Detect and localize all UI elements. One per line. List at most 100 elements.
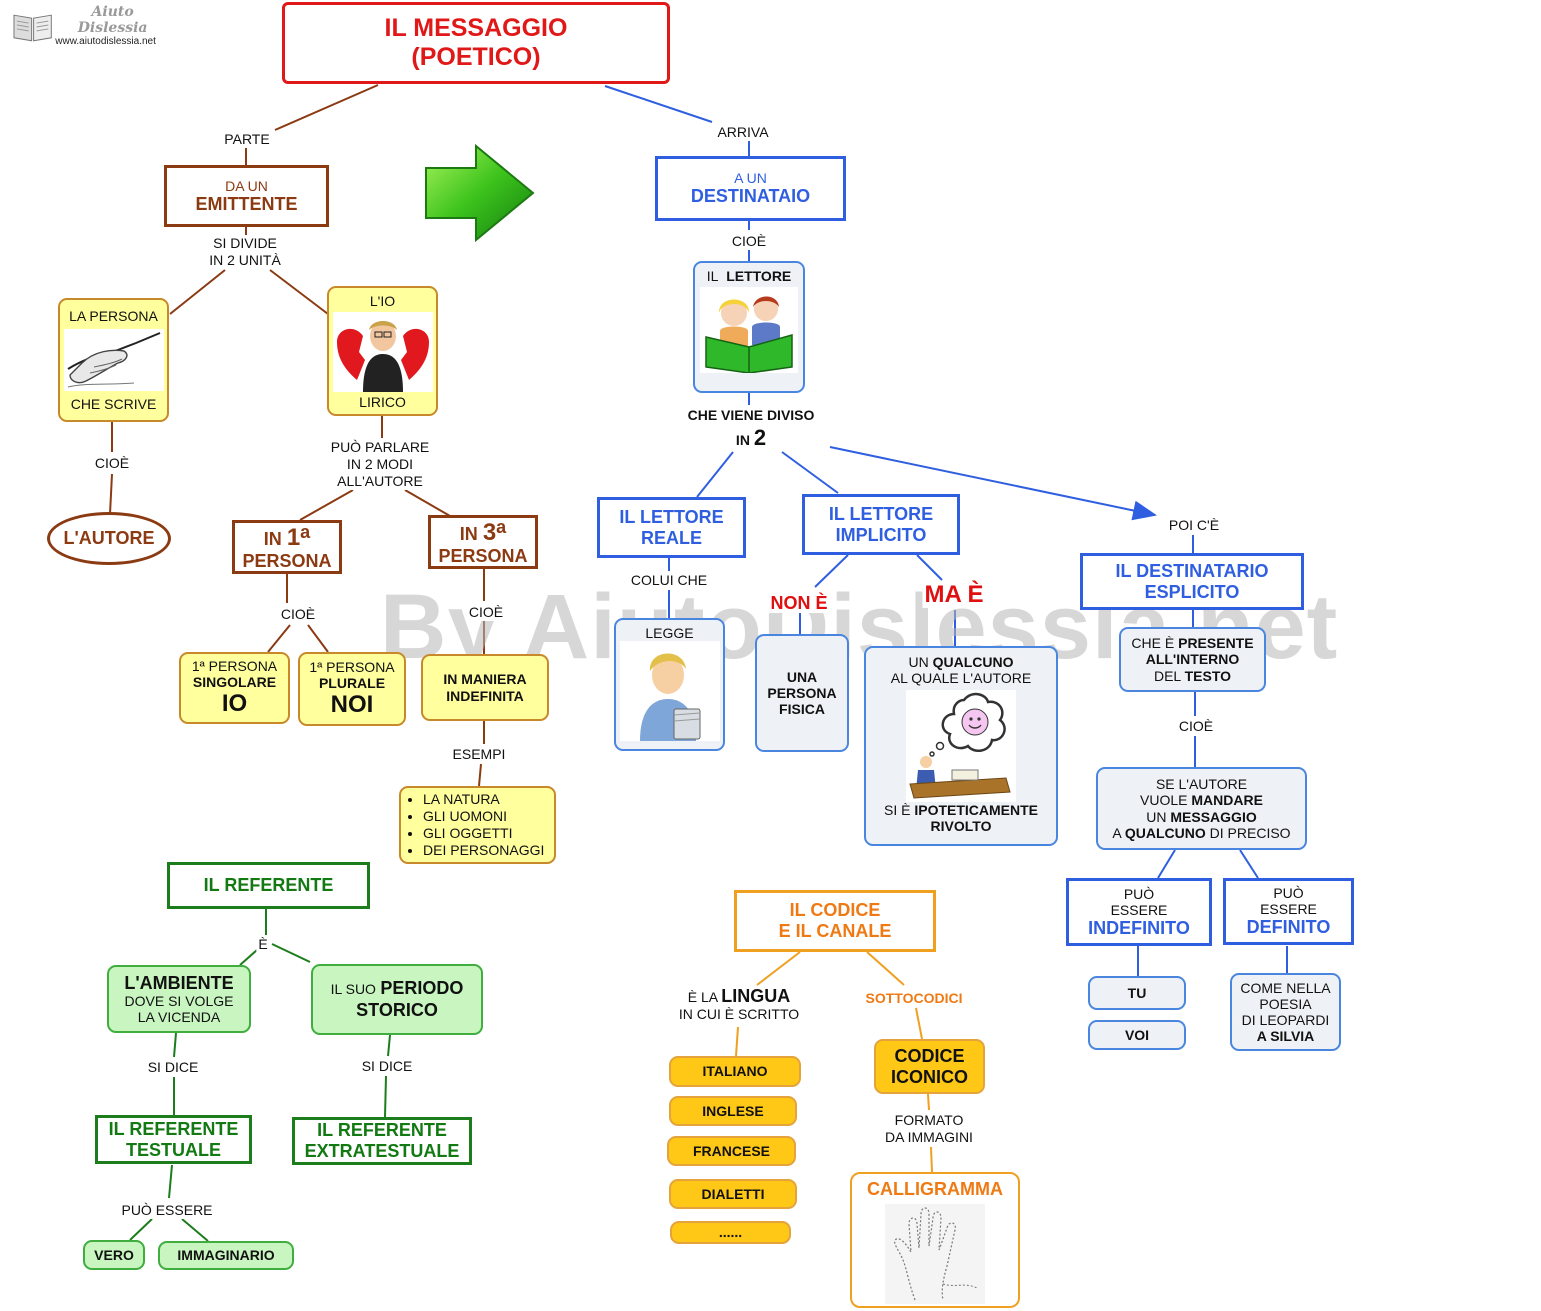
- lingua-label: LINGUA: [721, 986, 791, 1006]
- indefinita-l1: IN MANIERA: [443, 671, 527, 688]
- prima-in: IN: [263, 528, 282, 549]
- lingua-line-1: È LA LINGUA: [679, 986, 799, 1006]
- codice-l1: IL CODICE: [789, 900, 881, 921]
- definito-l1: PUÒ: [1273, 885, 1304, 902]
- esempio-item: LA NATURA: [423, 791, 544, 808]
- prima-persona-box: IN 1a PERSONA: [232, 520, 342, 574]
- lingua-item-label: ITALIANO: [702, 1063, 768, 1080]
- link-parte: PARTE: [222, 131, 272, 148]
- terza-sup: a: [496, 516, 507, 537]
- link-puo-parlare: PUÒ PARLARE IN 2 MODI ALL'AUTORE: [328, 439, 432, 490]
- indefinito-l2: ESSERE: [1110, 901, 1168, 918]
- calligramma-label: CALLIGRAMMA: [867, 1179, 1003, 1199]
- title-line-2: (POETICO): [411, 43, 541, 71]
- lingua-item-altro: ......: [670, 1221, 791, 1244]
- terza-persona-box: IN 3a PERSONA: [428, 515, 538, 569]
- leopardi-l2: POESIA: [1259, 995, 1312, 1012]
- se-autore-line-3: UN MESSAGGIO: [1146, 809, 1256, 825]
- legge-box: LEGGE: [614, 618, 725, 751]
- indefinito-box: PUÒ ESSERE INDEFINITO: [1066, 878, 1212, 946]
- esempi-list: LA NATURA GLI UOMONI GLI OGGETTI DEI PER…: [409, 791, 544, 859]
- prima-num: 1: [286, 523, 301, 551]
- logo-url: www.aiutodislessia.net: [55, 36, 156, 48]
- esempio-item: GLI OGGETTI: [423, 825, 544, 842]
- persona-fisica-l1: UNA: [786, 668, 818, 685]
- indefinita-box: IN MANIERA INDEFINITA: [421, 654, 549, 721]
- terza-num: 3: [482, 518, 497, 546]
- presente-b: ALL'INTERNO: [1145, 651, 1240, 668]
- prima-sup: a: [300, 521, 311, 542]
- link-si-dice-1: SI DICE: [145, 1059, 201, 1076]
- lingua-item-italiano: ITALIANO: [669, 1056, 801, 1087]
- ref-testuale-box: IL REFERENTE TESTUALE: [95, 1115, 252, 1164]
- lingua-item-dialetti: DIALETTI: [669, 1179, 797, 1209]
- vero-label: VERO: [94, 1246, 134, 1263]
- lingua-item-label: FRANCESE: [692, 1142, 770, 1159]
- vero-box: VERO: [83, 1240, 145, 1270]
- lettore-label: IL LETTORE: [707, 268, 792, 284]
- legge-label: LEGGE: [645, 625, 694, 641]
- ambiente-l2: DOVE SI VOLGE: [124, 993, 234, 1010]
- non-e-label: NON È: [768, 593, 830, 613]
- logo[interactable]: Aiuto Dislessia www.aiutodislessia.net: [12, 4, 170, 47]
- lettore-reale-l2: REALE: [640, 527, 702, 548]
- se-autore-l4b: QUALCUNO: [1124, 824, 1206, 841]
- puo-parlare-line-2: IN 2 MODI: [346, 456, 414, 472]
- thinking-writer-icon: [906, 690, 1016, 803]
- tu-label: TU: [1127, 984, 1147, 1001]
- lingua-item-label: INGLESE: [702, 1102, 764, 1119]
- ref-testuale-l2: TESTUALE: [125, 1139, 221, 1160]
- due-label: 2: [753, 425, 767, 450]
- destinataio-main: DESTINATAIO: [690, 186, 811, 207]
- in-cui-label: IN CUI È SCRITTO: [678, 1006, 800, 1022]
- periodo-line-1: IL SUO PERIODO: [331, 978, 464, 999]
- lettore-impl-l1: IL LETTORE: [828, 503, 934, 524]
- puo-parlare-line-3: ALL'AUTORE: [337, 473, 423, 489]
- autore-label: L'AUTORE: [63, 528, 155, 549]
- immaginario-label: IMMAGINARIO: [177, 1247, 275, 1264]
- periodo-l2: STORICO: [356, 999, 438, 1020]
- link-cioe-terza: CIOÈ: [466, 604, 506, 621]
- link-in-2: IN 2: [733, 425, 769, 453]
- qualcuno-c2: IPOTETICAMENTE: [914, 802, 1039, 819]
- qualcuno-a2: QUALCUNO: [932, 654, 1014, 670]
- indefinito-l1: PUÒ: [1123, 885, 1155, 902]
- link-cioe-prima: CIOÈ: [278, 606, 318, 623]
- link-colui-che: COLUI CHE: [628, 572, 710, 589]
- lettore-reale-l1: IL LETTORE: [619, 506, 724, 527]
- terza-line-1: IN 3a: [460, 517, 506, 547]
- in-label: IN: [735, 432, 750, 448]
- se-autore-l2b: MANDARE: [1191, 792, 1263, 809]
- puo-parlare-line-1: PUÒ PARLARE: [330, 439, 430, 455]
- emittente-main: EMITTENTE: [195, 193, 298, 214]
- periodo-l1: PERIODO: [380, 978, 464, 999]
- io-lirico-bottom: LIRICO: [359, 393, 406, 410]
- voi-label: VOI: [1124, 1026, 1150, 1043]
- iconico-l1: CODICE: [894, 1045, 965, 1066]
- si-divide-line-2: IN 2 UNITÀ: [209, 252, 281, 268]
- qualcuno-line-3: SI È IPOTETICAMENTE: [884, 802, 1038, 818]
- se-autore-l4a: A: [1112, 824, 1121, 841]
- lettore-implicito-box: IL LETTORE IMPLICITO: [802, 494, 960, 555]
- se-autore-line-2: VUOLE MANDARE: [1140, 792, 1263, 808]
- qualcuno-b: AL QUALE L'AUTORE: [890, 670, 1032, 687]
- reading-boy-icon: [619, 641, 720, 742]
- presente-line-1: CHE È PRESENTE: [1131, 635, 1253, 651]
- ambiente-l3: LA VICENDA: [137, 1009, 221, 1026]
- link-lingua: È LA LINGUA IN CUI È SCRITTO: [676, 986, 802, 1023]
- link-viene-diviso: CHE VIENE DIVISO: [685, 407, 817, 424]
- ref-extra-box: IL REFERENTE EXTRATESTUALE: [292, 1117, 472, 1165]
- singolare-l1: 1ª PERSONA: [191, 658, 278, 675]
- leopardi-l3: DI LEOPARDI: [1241, 1012, 1330, 1028]
- se-autore-l2a: VUOLE: [1140, 792, 1188, 809]
- link-formato: FORMATO DA IMMAGINI: [883, 1112, 975, 1146]
- link-esempi: ESEMPI: [450, 746, 508, 763]
- persona-fisica-l2: PERSONA: [767, 684, 837, 701]
- title-line-1: IL MESSAGGIO: [384, 14, 568, 42]
- esempio-item: DEI PERSONAGGI: [423, 842, 544, 859]
- lingua-item-francese: FRANCESE: [667, 1136, 796, 1166]
- link-si-dice-2: SI DICE: [359, 1058, 415, 1075]
- definito-box: PUÒ ESSERE DEFINITO: [1223, 878, 1354, 945]
- definito-l3: DEFINITO: [1246, 917, 1331, 938]
- io-lirico-box: L'IO LIRICO: [327, 286, 438, 416]
